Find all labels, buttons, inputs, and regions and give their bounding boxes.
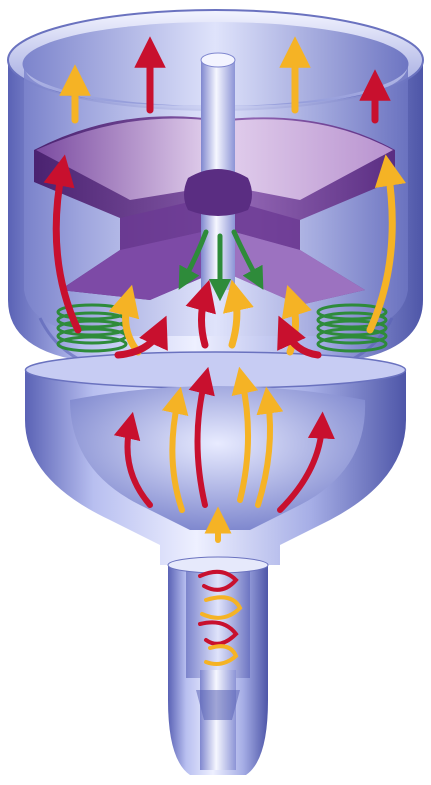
flow-arrow — [202, 295, 206, 345]
